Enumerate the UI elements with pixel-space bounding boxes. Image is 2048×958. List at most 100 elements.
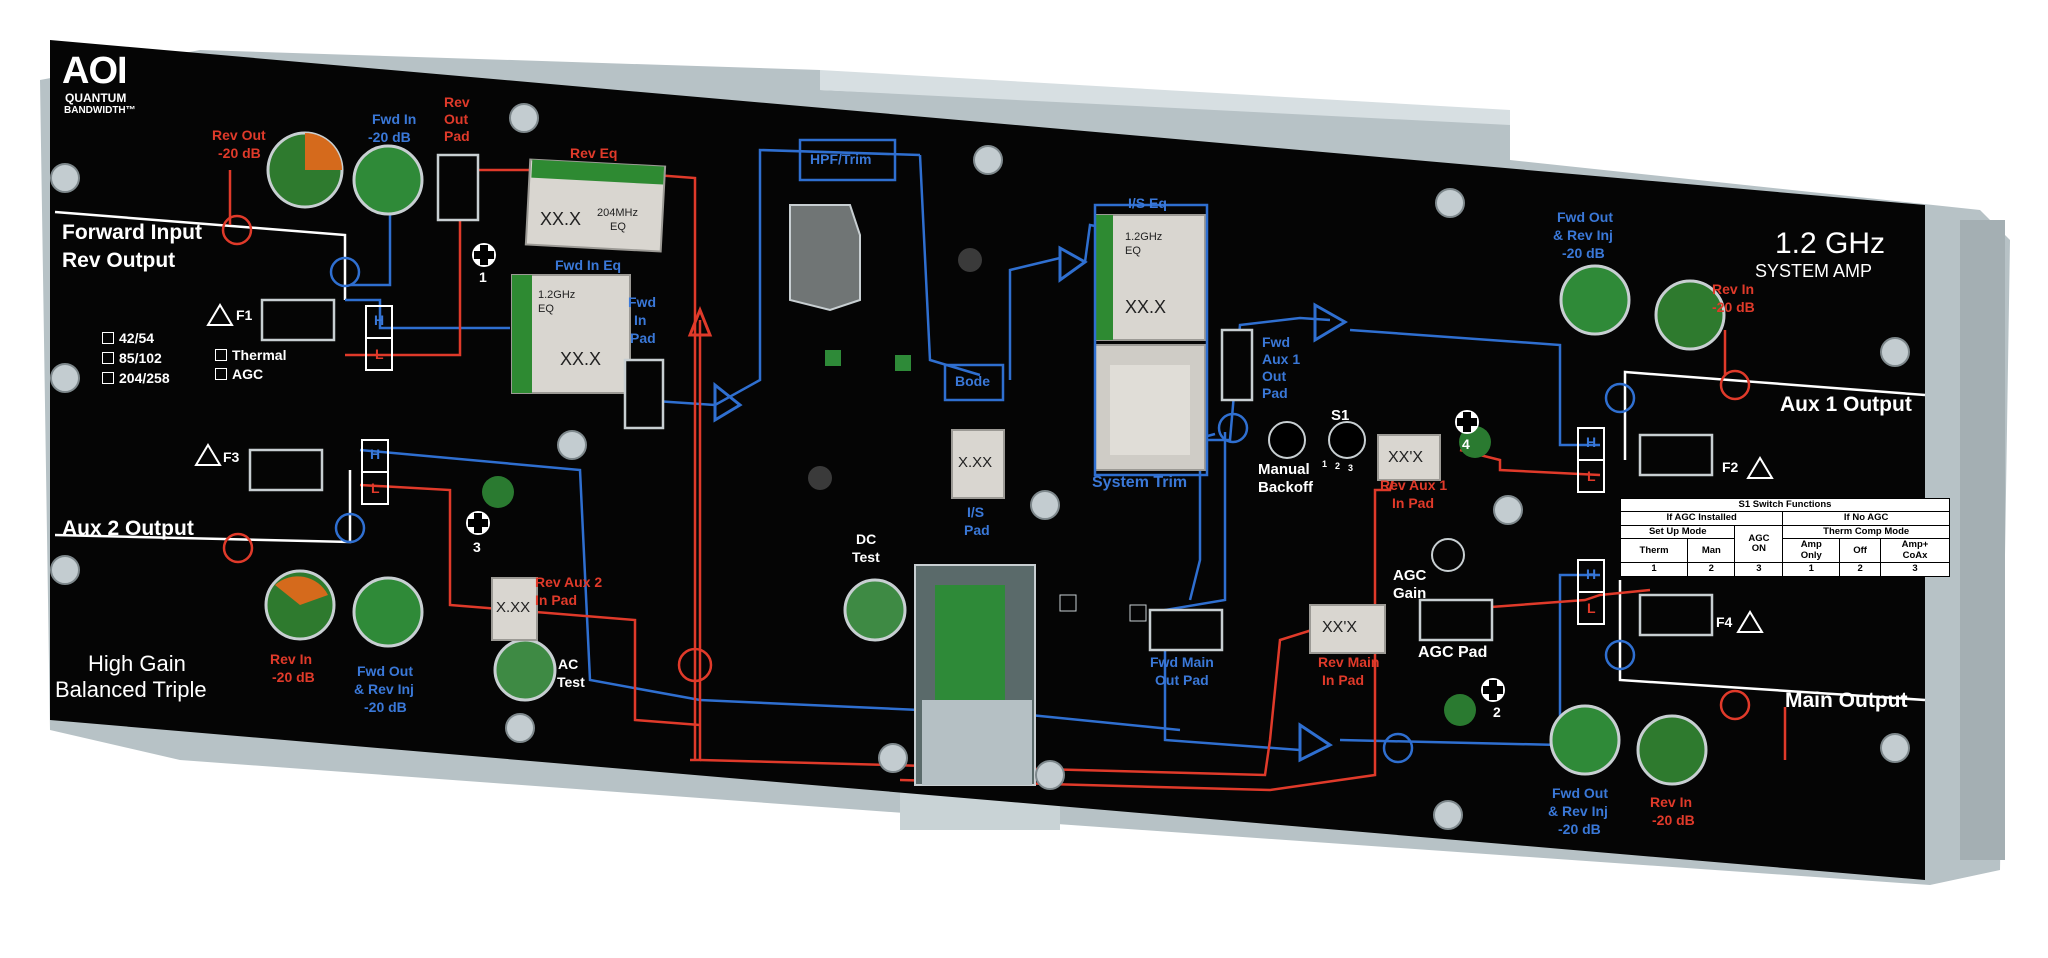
manual-backoff-label-2: Backoff xyxy=(1258,479,1314,496)
tp-rev-in-left-db: -20 dB xyxy=(272,669,315,685)
port-main-output: Main Output xyxy=(1785,689,1908,712)
is-eq-label: I/S Eq xyxy=(1128,195,1167,211)
tp-rev-in-right-label: Rev In xyxy=(1712,281,1755,297)
mounting-screws xyxy=(50,103,1910,830)
fwd-aux1-pad-3: Out xyxy=(1262,368,1287,384)
diplex-l-2: L xyxy=(1587,600,1596,616)
dc-test-sub: Test xyxy=(852,549,880,565)
manual-backoff-label-1: Manual xyxy=(1258,461,1310,478)
tp-fwd-out-main-label: Fwd Out xyxy=(1552,785,1608,801)
tap-number-4: 4 xyxy=(1462,436,1470,452)
s1-switch-table: S1 Switch Functions If AGC Installed If … xyxy=(1619,497,1951,577)
rev-eq-value: XX.X xyxy=(540,209,582,229)
plus-symbols xyxy=(466,243,1505,702)
fwd-in-pad-1: Fwd xyxy=(628,294,656,310)
tp-rev-inj-left-db: -20 dB xyxy=(364,699,407,715)
rev-aux1-pad-1: Rev Aux 1 xyxy=(1380,477,1448,493)
rev-eq-label: Rev Eq xyxy=(570,145,618,161)
rev-out-pad-2: Out xyxy=(444,111,469,127)
tp-rev-inj-main-db: -20 dB xyxy=(1558,821,1601,837)
diplex-h-1: H xyxy=(374,312,385,328)
plug-in-modules xyxy=(491,158,1441,654)
brand-line1: QUANTUM xyxy=(65,91,127,105)
agc-pad-label: AGC Pad xyxy=(1418,644,1488,661)
split-option-85-102[interactable]: 85/102 xyxy=(102,350,162,366)
reverse-amp-symbol xyxy=(687,305,713,337)
s1-pos-2: 2 xyxy=(1335,461,1341,471)
dc-test-label: DC xyxy=(856,531,877,547)
split-checkbox[interactable] xyxy=(102,352,114,364)
rev-aux2-value: X.XX xyxy=(496,599,531,616)
is-eq-eq: EQ xyxy=(1125,245,1141,257)
tp-fwd-in-db: -20 dB xyxy=(368,129,411,145)
s1-off: Off xyxy=(1839,538,1881,564)
tp-rev-out-db: -20 dB xyxy=(218,145,261,161)
fwd-in-pad-3: Pad xyxy=(630,330,656,346)
is-pad-1: I/S xyxy=(967,504,985,520)
s1-man: Man xyxy=(1687,538,1736,564)
rev-eq-freq: 204MHz xyxy=(597,207,638,219)
fwd-in-eq-freq: 1.2GHz xyxy=(538,289,576,301)
fuse-f2: F2 xyxy=(1722,459,1739,475)
is-pad-value: X.XX xyxy=(958,454,993,471)
aux1-output-line xyxy=(1623,370,1926,460)
s1-set-up-mode: Set Up Mode xyxy=(1619,524,1736,540)
is-eq-freq: 1.2GHz xyxy=(1125,231,1163,243)
fuse-f3: F3 xyxy=(223,449,240,465)
ac-test-label: AC xyxy=(558,656,579,672)
tp-rev-inj-main-label: & Rev Inj xyxy=(1548,803,1608,819)
agc-gain-label-1: AGC xyxy=(1393,567,1427,584)
model-line1: High Gain xyxy=(88,651,186,676)
port-rev-output: Rev Output xyxy=(62,249,176,272)
fwd-main-pad-2: Out Pad xyxy=(1155,672,1209,688)
warning-icons xyxy=(194,303,1774,633)
coupler-symbols xyxy=(221,214,1751,764)
rev-main-pad-2: In Pad xyxy=(1322,672,1365,688)
housing-right-side xyxy=(1960,220,2005,860)
thermal-checkbox[interactable] xyxy=(215,349,227,361)
option-agc[interactable]: AGC xyxy=(215,366,263,382)
s1-pos-cell: 3 xyxy=(1879,562,1951,577)
tp-rev-in-left-label: Rev In xyxy=(270,651,313,667)
split-option-42-54[interactable]: 42/54 xyxy=(102,330,154,346)
agc-checkbox[interactable] xyxy=(215,368,227,380)
s1-table-title: S1 Switch Functions xyxy=(1620,497,1950,513)
diplex-h-3: H xyxy=(370,446,381,462)
tp-fwd-in-label: Fwd In xyxy=(372,111,417,127)
brand-logo: AOI xyxy=(62,50,128,92)
rev-eq-eq: EQ xyxy=(610,221,626,233)
forward-input-line xyxy=(54,210,347,300)
split-checkbox[interactable] xyxy=(102,372,114,384)
tap-number-2: 2 xyxy=(1493,704,1501,720)
test-point-discs xyxy=(264,131,1726,786)
diplex-l-1: L xyxy=(375,346,384,362)
brand-line2: BANDWIDTH™ xyxy=(64,105,136,116)
rev-out-pad-1: Rev xyxy=(444,94,470,110)
housing-top-edge xyxy=(820,70,1510,125)
option-thermal[interactable]: Thermal xyxy=(215,347,286,363)
rev-aux1-pad-2: In Pad xyxy=(1392,495,1435,511)
main-output-line xyxy=(1618,580,1926,702)
s1-amp-coax: Amp+CoAx xyxy=(1879,538,1951,564)
split-option-204-258[interactable]: 204/258 xyxy=(102,370,170,386)
tp-rev-out-label: Rev Out xyxy=(212,127,266,143)
s1-pos-cell: 1 xyxy=(1619,562,1689,577)
tp-rev-in-right-db: -20 dB xyxy=(1712,299,1755,315)
amplifier-symbols xyxy=(713,245,1348,763)
ac-test-sub: Test xyxy=(557,674,585,690)
fwd-in-eq-eq: EQ xyxy=(538,303,554,315)
tap-number-1: 1 xyxy=(479,269,487,285)
s1-therm: Therm xyxy=(1619,538,1689,564)
tp-rev-inj-left-label: & Rev Inj xyxy=(354,681,414,697)
fwd-aux1-pad-1: Fwd xyxy=(1262,334,1290,350)
split-checkbox[interactable] xyxy=(102,332,114,344)
s1-pos-3: 3 xyxy=(1348,463,1354,473)
fwd-in-pad-2: In xyxy=(634,312,647,328)
s1-label: S1 xyxy=(1331,407,1350,424)
tp-rev-inj-right-db: -20 dB xyxy=(1562,245,1605,261)
rev-main-value: XX'X xyxy=(1322,619,1358,636)
port-aux1-output: Aux 1 Output xyxy=(1780,393,1912,416)
